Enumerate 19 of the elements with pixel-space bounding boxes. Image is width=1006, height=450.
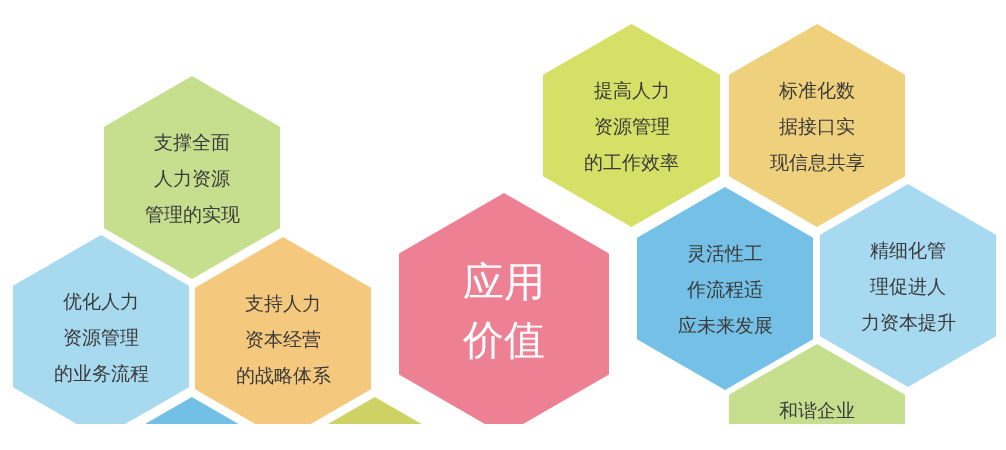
hexagon-label: 提高人力资源管理的工作效率 <box>584 77 679 175</box>
hexagon <box>145 397 239 424</box>
hexagon <box>543 24 720 227</box>
hexagon-label: 支撑全面人力资源管理的实现 <box>144 129 240 227</box>
hexagon <box>820 184 996 387</box>
hexagon-label: 精细化管理促进人力资本提升 <box>860 237 956 335</box>
hexagon <box>729 344 905 424</box>
hexagon <box>637 187 813 390</box>
hexagon <box>13 235 189 424</box>
hexagon-title: 应用价值 <box>463 257 545 366</box>
hexagon-label: 支持人力资本经营的战略体系 <box>235 290 331 388</box>
hexagon <box>104 76 280 279</box>
hexagon <box>399 193 609 424</box>
hexagon-label: 优化人力资源管理的业务流程 <box>53 288 149 386</box>
hexagon <box>195 237 371 424</box>
hexagon-label: 标准化数据接口实现信息共享 <box>769 77 865 175</box>
hexagon-label: 和谐企业 <box>779 398 855 423</box>
hexagon-label: 灵活性工作流程适应未来发展 <box>677 240 773 338</box>
hexagon <box>729 24 905 227</box>
